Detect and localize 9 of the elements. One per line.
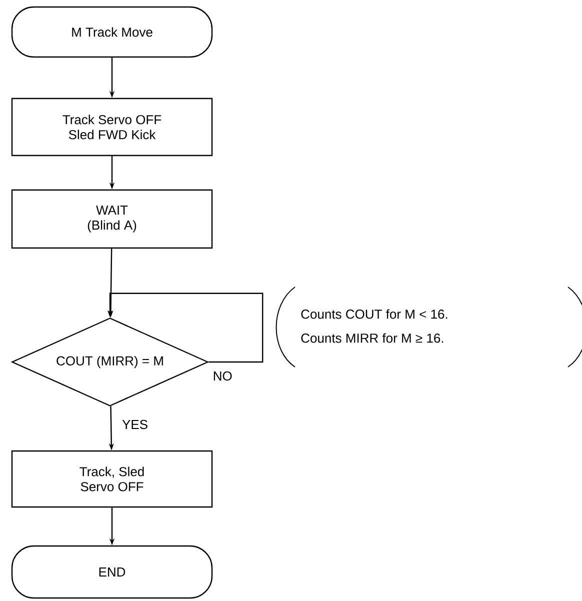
process-box: Track, Sled Servo OFF — [11, 450, 213, 508]
process-box: Track Servo OFF Sled FWD Kick — [11, 98, 213, 156]
terminal-box: M Track Move — [11, 6, 213, 58]
terminal-box: END — [11, 545, 213, 599]
note-text: Counts MIRR for M ≥ 16. — [301, 333, 444, 343]
note-text: Counts COUT for M < 16. — [301, 309, 448, 319]
edge-label: NO — [212, 370, 234, 382]
edge-label: YES — [121, 418, 149, 430]
process-box: WAIT (Blind A) — [11, 189, 213, 249]
